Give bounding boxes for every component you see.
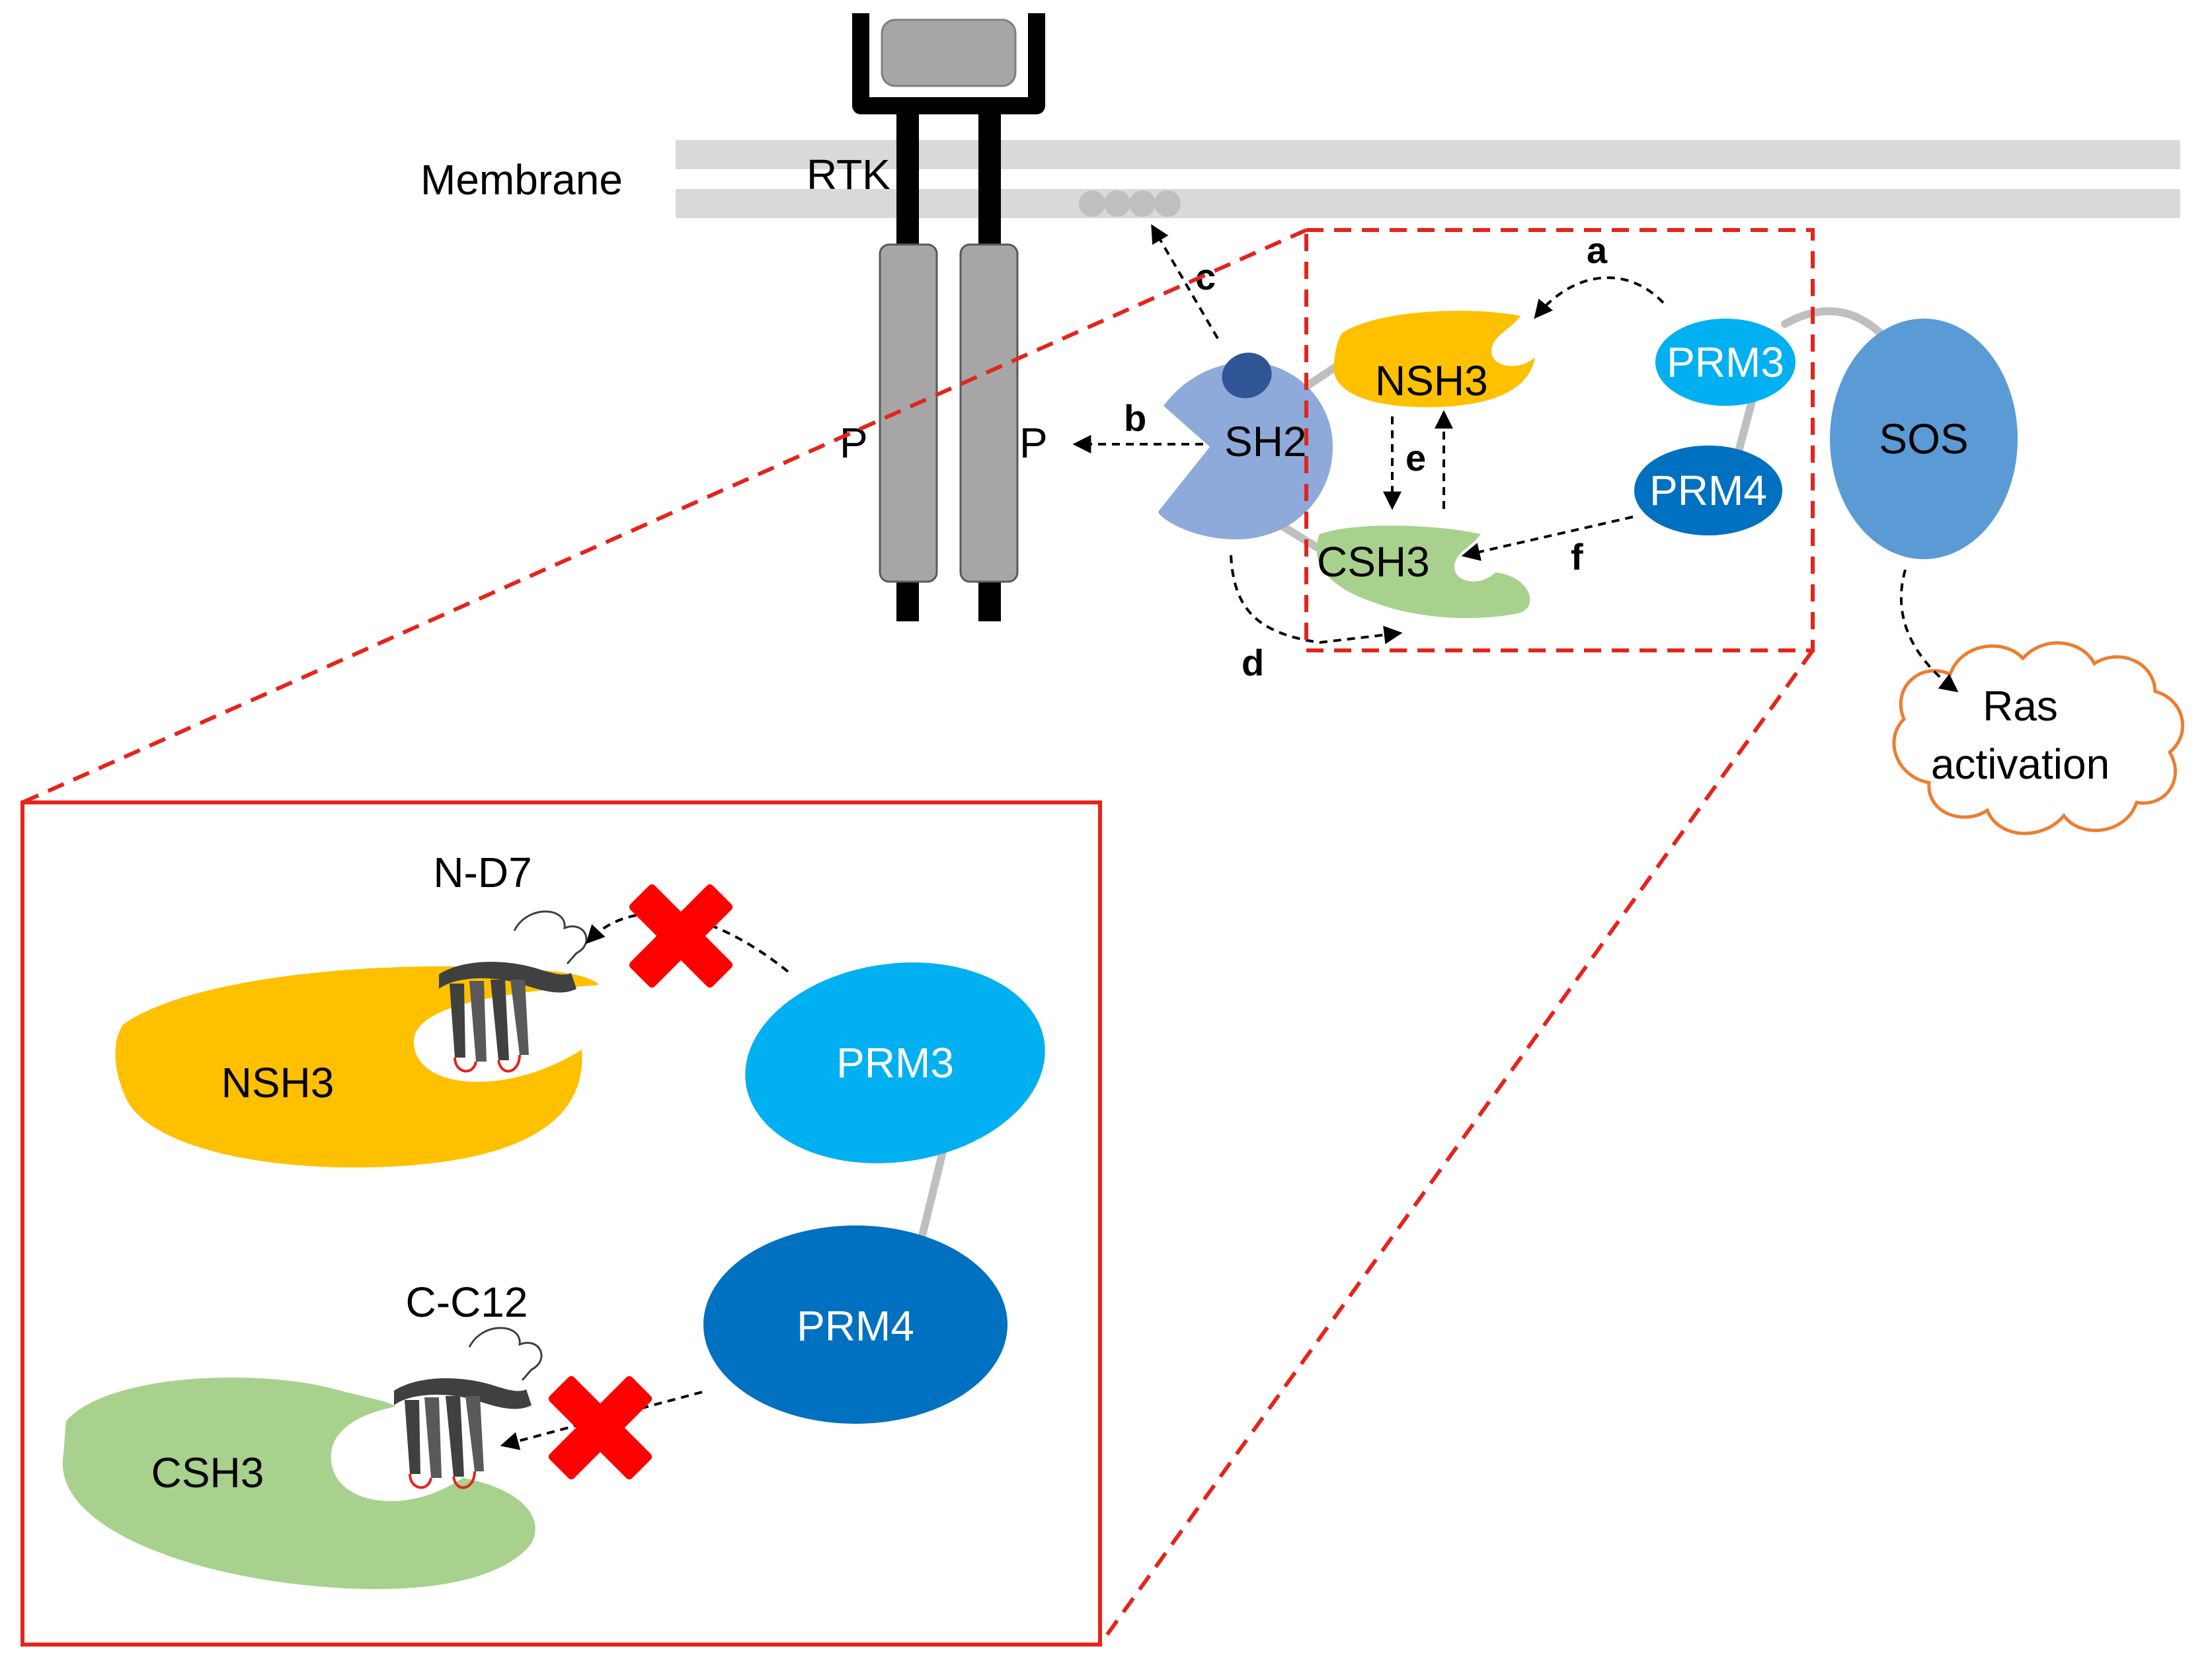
sh2-label: SH2 [1224,418,1307,465]
prm3-label: PRM3 [1667,338,1784,386]
membrane-label: Membrane [420,156,623,204]
ras-label-line1: Ras [1983,682,2058,730]
step-d: d [1242,642,1264,683]
arrow-f [1461,516,1634,561]
membrane [676,140,2180,218]
inset-prm4 [703,1225,1007,1424]
zoom-region-box [1304,228,1815,652]
ras-activation-cloud [1892,641,2185,835]
phospho-right-label: P [1019,419,1048,467]
inset-csh3-label: CSH3 [151,1449,264,1496]
inset-arrow-prm3-nd7 [586,912,789,973]
cross-icon [548,1376,652,1480]
sos-protein [1830,319,2018,559]
step-a: a [1587,229,1608,271]
csh3-domain [1316,525,1530,619]
rtk-receptor [852,13,1045,621]
inset-csh3-domain [62,1378,535,1590]
arrow-sos-ras [1899,569,1959,693]
inset-cc12-label: C-C12 [406,1278,528,1326]
inset-prm3-label: PRM3 [836,1039,954,1087]
zoom-line-lower [1098,649,1815,1646]
arrow-a [1534,276,1665,319]
peptide-nd7-icon [439,910,588,1073]
inset-prm4-label: PRM4 [797,1302,914,1350]
prm4-label: PRM4 [1649,467,1767,514]
inset-nd7-label: N-D7 [433,849,532,896]
sh2-pocket [1222,352,1272,399]
inset-prm3 [745,962,1045,1163]
arrow-d [1230,555,1403,644]
nsh3-domain [1333,311,1535,407]
ras-label-line2: activation [1931,740,2110,788]
csh3-label: CSH3 [1317,538,1430,586]
nsh3-label: NSH3 [1375,357,1488,405]
arrow-c [1151,224,1219,340]
step-b: b [1124,397,1146,439]
lipid-anchor [1079,190,1181,217]
inset-linker [915,1132,951,1253]
interaction-arrows [1072,224,1959,693]
step-f: f [1571,536,1583,578]
prm4-small [1634,446,1782,535]
zoom-line-upper [21,228,1308,804]
rtk-label: RTK [807,151,890,198]
inset-nsh3-domain [115,966,599,1168]
inset-nsh3-label: NSH3 [221,1059,335,1106]
step-e: e [1405,437,1426,479]
cross-icon [629,884,733,988]
sh2-domain [1158,352,1333,539]
prm3-small [1655,319,1796,406]
peptide-cc12-icon [394,1327,543,1489]
sos-label: SOS [1879,415,1968,463]
